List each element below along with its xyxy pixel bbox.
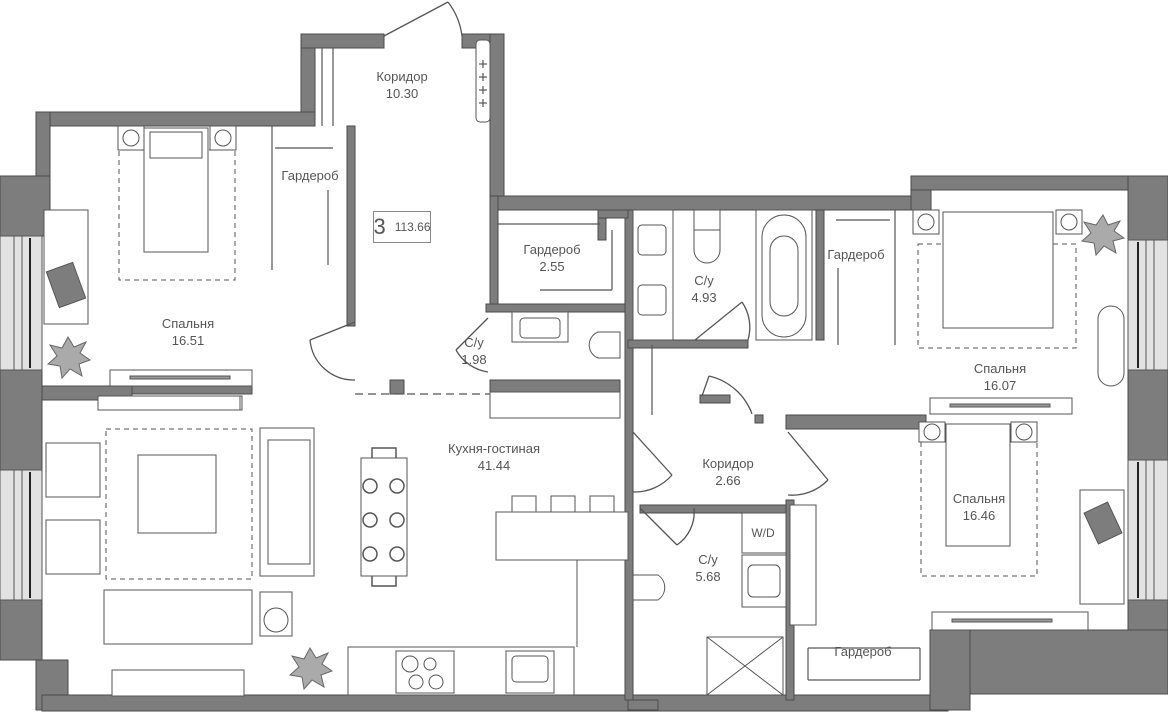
room-label-wardrobe-bedroom-3: Гардероб [834, 644, 892, 659]
bedroom-3-furniture [789, 421, 1125, 631]
total-area: 113.66 [394, 220, 431, 234]
bathroom-fixtures [511, 209, 813, 696]
plant-icon [46, 214, 1126, 691]
room-label-wardrobe-bedroom-1: Гардероб [281, 168, 339, 183]
washer-dryer-label: W/D [751, 526, 775, 540]
wardrobe-hangers [271, 48, 921, 681]
dining-chairs [362, 447, 405, 587]
windows [0, 39, 1168, 601]
walls [0, 33, 1168, 712]
entry-radiator [479, 60, 487, 107]
doors [309, 1, 829, 546]
bedroom-2-furniture [912, 209, 1125, 415]
room-label-wardrobe-bedroom-2: Гардероб [827, 247, 885, 262]
kitchen-living-furniture [45, 391, 629, 697]
room-count: 3 [373, 214, 386, 239]
apartment-summary-badge: 3 113.66 [373, 211, 431, 243]
